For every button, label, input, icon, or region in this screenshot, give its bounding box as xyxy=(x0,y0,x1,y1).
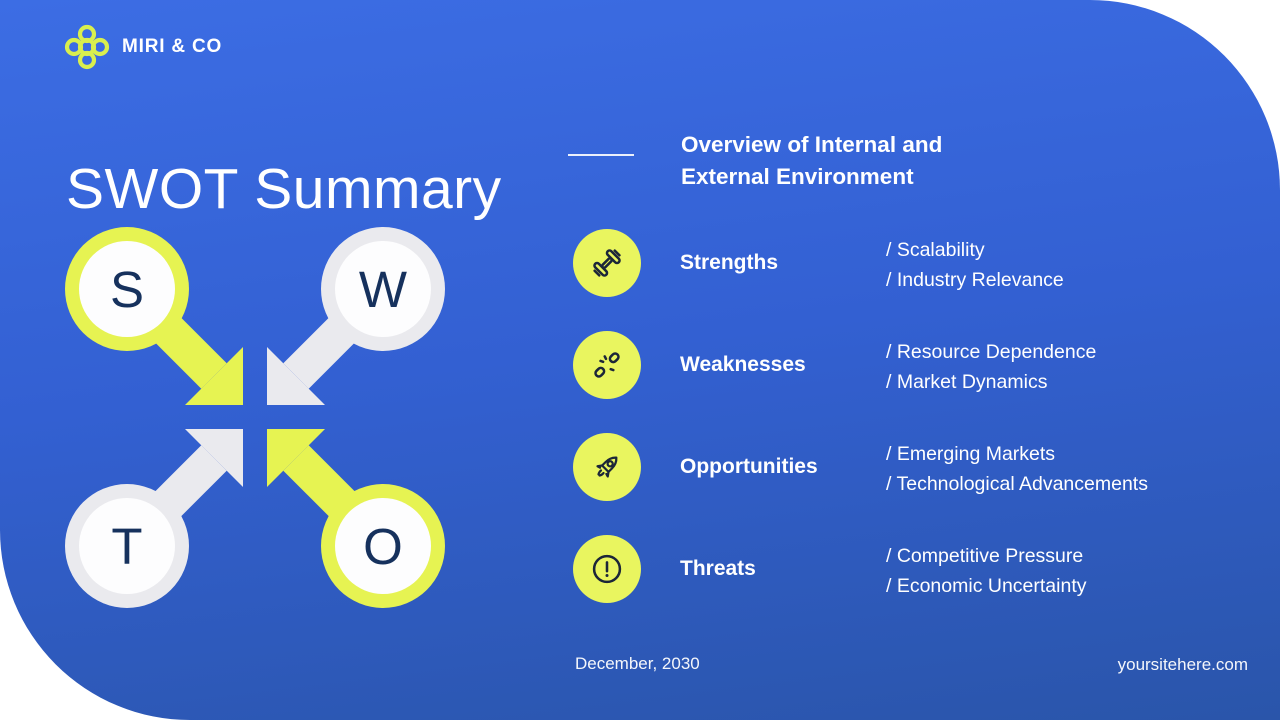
row-items: / Scalability / Industry Relevance xyxy=(886,235,1064,295)
letter-t: T xyxy=(111,518,142,575)
letter-s: S xyxy=(110,261,144,318)
row-threats: Threats / Competitive Pressure / Economi… xyxy=(573,535,1253,603)
row-item: / Economic Uncertainty xyxy=(886,575,1087,597)
row-weaknesses: Weaknesses / Resource Dependence / Marke… xyxy=(573,331,1253,399)
quadrant-circle-w: W xyxy=(321,227,445,351)
row-label: Strengths xyxy=(680,251,779,274)
row-item: / Emerging Markets xyxy=(886,443,1056,465)
row-item: / Competitive Pressure xyxy=(886,545,1084,567)
row-opportunities: Opportunities / Emerging Markets / Techn… xyxy=(573,433,1253,501)
row-strengths: Strengths / Scalability / Industry Relev… xyxy=(573,229,1253,297)
strengths-icon-circle xyxy=(573,229,641,297)
opportunities-icon-circle xyxy=(573,433,641,501)
row-label: Weaknesses xyxy=(680,353,806,376)
footer-date: December, 2030 xyxy=(575,654,700,673)
quadrant-circle-o: O xyxy=(321,484,445,608)
quadrant-circle-s: S xyxy=(65,227,189,351)
threats-icon-circle xyxy=(573,535,641,603)
footer-site: yoursitehere.com xyxy=(1117,655,1248,674)
swot-diagram: S W T O xyxy=(63,227,447,609)
title-divider xyxy=(568,154,634,156)
row-items: / Resource Dependence / Market Dynamics xyxy=(886,337,1096,397)
rocket-icon xyxy=(596,456,618,478)
page-title: SWOT Summary xyxy=(66,157,502,222)
row-items: / Emerging Markets / Technological Advan… xyxy=(886,439,1148,499)
quadrant-circle-t: T xyxy=(65,484,189,608)
page-subtitle: Overview of Internal and External Enviro… xyxy=(681,132,943,189)
row-item: / Technological Advancements xyxy=(886,473,1148,495)
brand-logo: MIRI & CO xyxy=(64,24,222,70)
weaknesses-icon-circle xyxy=(573,331,641,399)
row-items: / Competitive Pressure / Economic Uncert… xyxy=(886,541,1087,601)
alert-icon xyxy=(592,554,622,584)
brand-name: MIRI & CO xyxy=(122,36,223,57)
broken-link-icon xyxy=(594,352,620,378)
row-item: / Industry Relevance xyxy=(886,269,1064,291)
row-item: / Resource Dependence xyxy=(886,341,1097,363)
letter-o: O xyxy=(363,518,403,575)
dumbbell-icon xyxy=(593,249,621,277)
flower-logo-icon xyxy=(64,24,110,70)
row-label: Threats xyxy=(680,557,756,580)
row-item: / Scalability xyxy=(886,239,985,261)
row-item: / Market Dynamics xyxy=(886,371,1048,393)
row-label: Opportunities xyxy=(680,455,818,478)
letter-w: W xyxy=(359,261,407,318)
